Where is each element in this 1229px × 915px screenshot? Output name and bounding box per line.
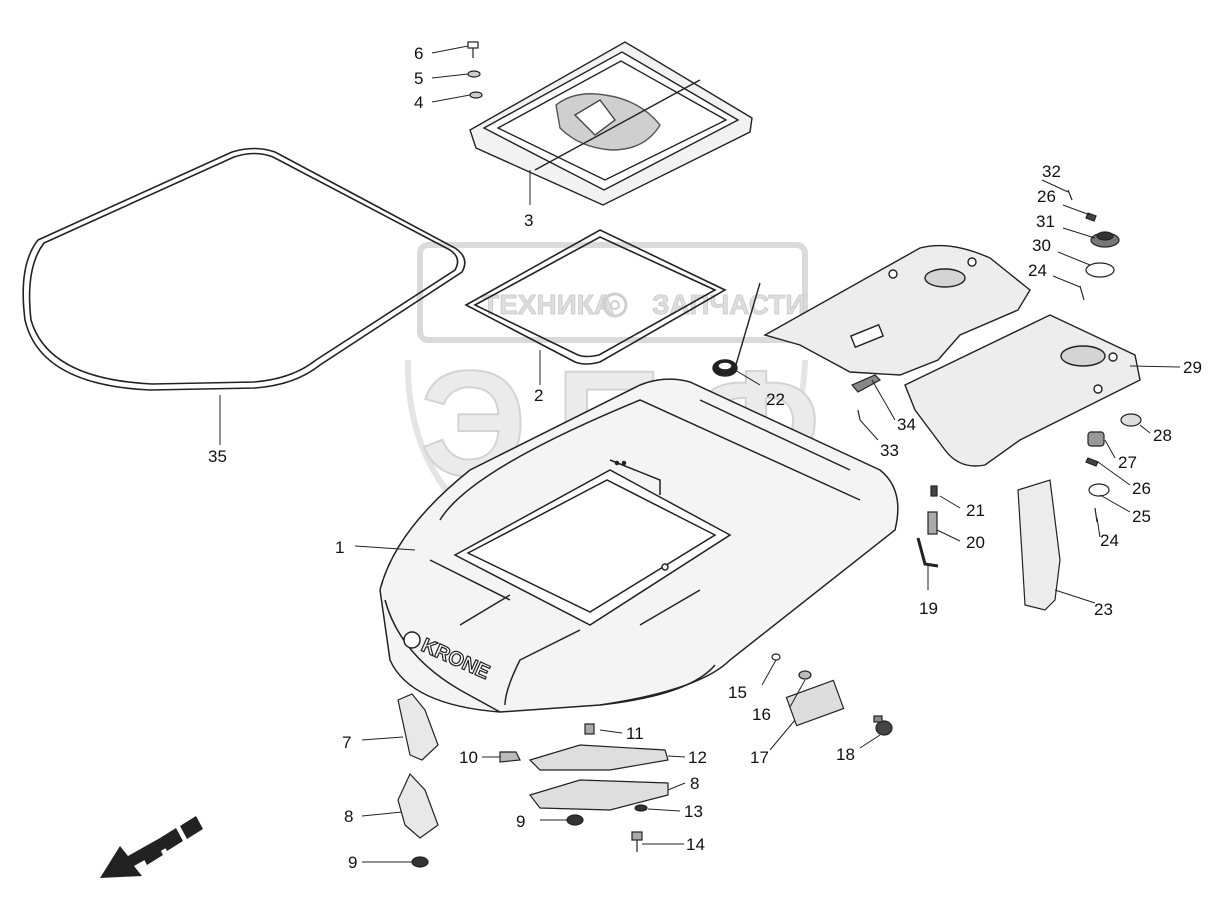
part-17-vent bbox=[785, 679, 845, 727]
callout-5: 5 bbox=[414, 69, 423, 88]
callout-32: 32 bbox=[1042, 162, 1061, 181]
callout-23: 23 bbox=[1094, 600, 1113, 619]
part-8-plate bbox=[528, 779, 669, 811]
callout-34: 34 bbox=[897, 415, 916, 434]
callout-12: 12 bbox=[688, 748, 707, 767]
callout-26-upper: 26 bbox=[1037, 187, 1056, 206]
callout-17: 17 bbox=[750, 748, 769, 767]
callout-1: 1 bbox=[335, 538, 344, 557]
callout-7: 7 bbox=[342, 733, 351, 752]
part-12-plate bbox=[528, 744, 669, 771]
part-23-pillar-trim bbox=[1017, 479, 1061, 611]
callout-24-lower: 24 bbox=[1100, 531, 1119, 550]
callout-numbers: 1 2 3 4 5 6 7 8 8 9 9 10 11 12 13 14 15 … bbox=[208, 44, 1202, 872]
leader-lines bbox=[219, 45, 1181, 863]
callout-9-lower: 9 bbox=[348, 853, 357, 872]
callout-26-lower: 26 bbox=[1132, 479, 1151, 498]
callout-21: 21 bbox=[966, 501, 985, 520]
callout-35: 35 bbox=[208, 447, 227, 466]
callout-31: 31 bbox=[1036, 212, 1055, 231]
callout-25: 25 bbox=[1132, 507, 1151, 526]
part-4-washer bbox=[469, 91, 483, 99]
callout-27: 27 bbox=[1118, 453, 1137, 472]
watermark-line2: ЗАПЧАСТИ bbox=[652, 289, 805, 320]
callout-4: 4 bbox=[414, 93, 423, 112]
callout-10: 10 bbox=[459, 748, 478, 767]
part-35-frame-seal bbox=[22, 147, 466, 391]
callout-28: 28 bbox=[1153, 426, 1172, 445]
callout-19: 19 bbox=[919, 599, 938, 618]
gear-icon bbox=[602, 292, 628, 318]
callout-6: 6 bbox=[414, 44, 423, 63]
callout-16: 16 bbox=[752, 705, 771, 724]
callout-20: 20 bbox=[966, 533, 985, 552]
callout-22: 22 bbox=[766, 390, 785, 409]
callout-3: 3 bbox=[524, 211, 533, 230]
part-6-bolt bbox=[467, 41, 479, 49]
callout-29: 29 bbox=[1183, 358, 1202, 377]
callout-33: 33 bbox=[880, 441, 899, 460]
callout-13: 13 bbox=[684, 802, 703, 821]
part-7-bracket bbox=[397, 693, 439, 761]
callout-9-upper: 9 bbox=[516, 812, 525, 831]
callout-18: 18 bbox=[836, 745, 855, 764]
part-3-roof-panel bbox=[469, 41, 753, 206]
callout-11: 11 bbox=[626, 724, 644, 743]
callout-8-plate: 8 bbox=[690, 774, 699, 793]
callout-8-bracket: 8 bbox=[344, 807, 353, 826]
callout-2: 2 bbox=[534, 386, 543, 405]
watermark-line1: ТЕХНИКА bbox=[482, 289, 614, 320]
part-8-bracket bbox=[397, 772, 439, 839]
small-parts bbox=[397, 41, 1142, 868]
callout-24-upper: 24 bbox=[1028, 261, 1047, 280]
callout-30: 30 bbox=[1032, 236, 1051, 255]
part-22-antenna bbox=[712, 282, 761, 377]
direction-arrow-icon bbox=[100, 816, 203, 878]
callout-15: 15 bbox=[728, 683, 747, 702]
callout-14: 14 bbox=[686, 835, 705, 854]
part-1-roof-hood: KRONE bbox=[379, 378, 899, 713]
part-29-ceiling-liner bbox=[763, 244, 1141, 467]
part-2-glass-frame bbox=[464, 229, 727, 365]
part-5-washer bbox=[467, 70, 481, 78]
